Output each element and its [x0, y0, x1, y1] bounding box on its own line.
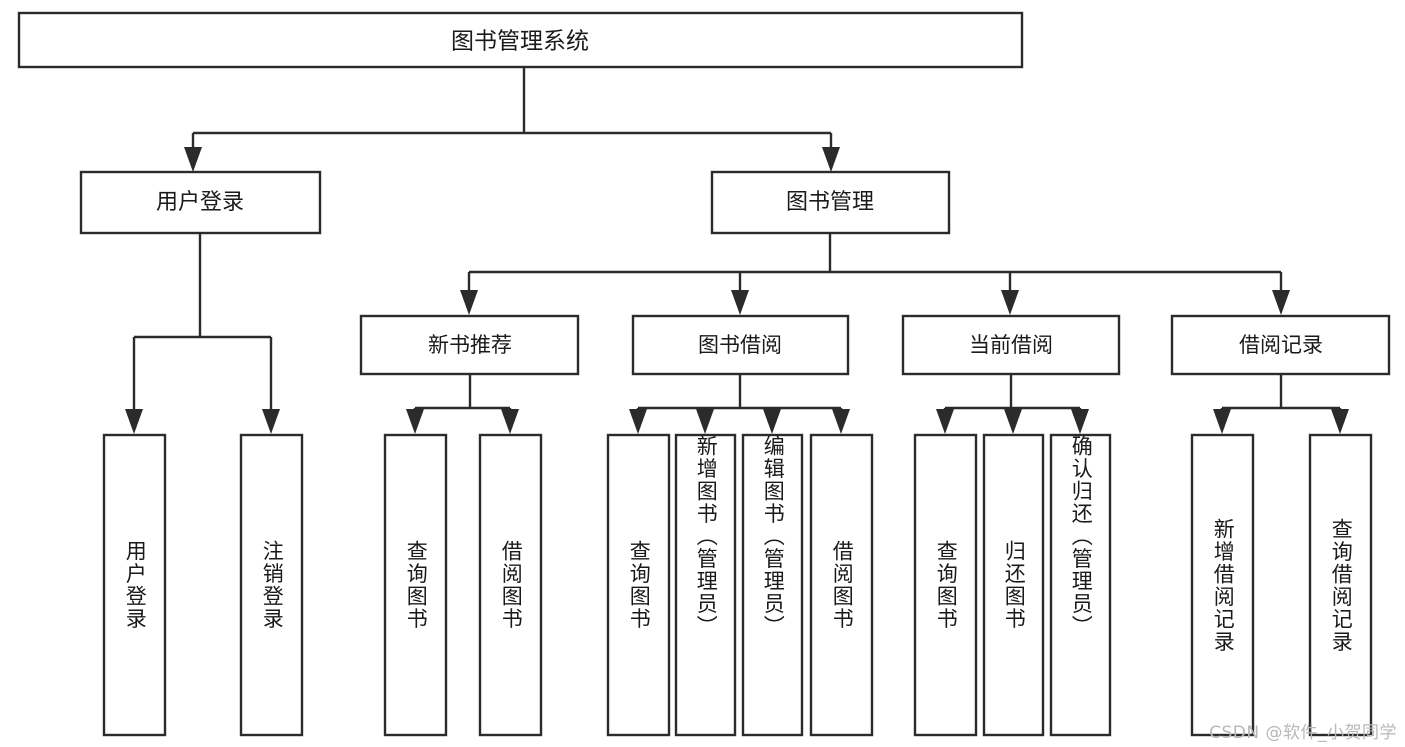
arrow-cb-leaf-2 [1004, 409, 1022, 434]
leaf-box-bb-add-book[interactable] [674, 433, 737, 737]
leaf-box-bb-query-book[interactable] [606, 433, 671, 737]
node-book-borrow[interactable]: 图书借阅 [631, 314, 850, 376]
current-borrow-box[interactable] [901, 314, 1121, 376]
arrow-cb-leaf-1 [936, 409, 954, 434]
arrow-bb-leaf-3 [763, 409, 781, 434]
node-book-management[interactable]: 图书管理 [710, 170, 951, 235]
node-new-book-recommend[interactable]: 新书推荐 [359, 314, 580, 376]
leaf-box-br-add-record[interactable] [1190, 433, 1255, 737]
leaf-box-br-query-record[interactable] [1308, 433, 1373, 737]
root-box[interactable] [17, 11, 1024, 69]
book-management-box[interactable] [710, 170, 951, 235]
arrow-nbr-leaf-2 [501, 409, 519, 434]
arrow-bb-leaf-1 [629, 409, 647, 434]
node-user-login[interactable]: 用户登录 [79, 170, 322, 235]
node-borrow-record[interactable]: 借阅记录 [1170, 314, 1391, 376]
arrow-nbr-leaf-1 [406, 409, 424, 434]
book-management-label: 图书管理 [786, 190, 874, 215]
arrow-l2-1 [460, 290, 478, 315]
arrow-ul-leaf-2 [262, 409, 280, 434]
node-current-borrow[interactable]: 当前借阅 [901, 314, 1121, 376]
new-book-recommend-box[interactable] [359, 314, 580, 376]
book-borrow-label: 图书借阅 [698, 333, 782, 357]
borrow-record-label: 借阅记录 [1239, 333, 1323, 357]
arrow-cb-leaf-3 [1071, 409, 1089, 434]
root-label: 图书管理系统 [451, 29, 589, 55]
leaf-box-nbr-query-book[interactable] [383, 433, 448, 737]
leaf-box-cb-confirm-return[interactable] [1049, 433, 1112, 737]
current-borrow-label: 当前借阅 [969, 333, 1053, 357]
arrow-user-login [184, 147, 202, 172]
arrow-l2-3 [1001, 290, 1019, 315]
watermark-text: CSDN @软件_小贺同学 [1209, 723, 1397, 743]
leaf-box-bb-edit-book[interactable] [741, 433, 804, 737]
arrow-book-mgmt [822, 147, 840, 172]
node-root[interactable]: 图书管理系统 [17, 11, 1024, 69]
arrow-ul-leaf-1 [125, 409, 143, 434]
user-login-label: 用户登录 [156, 190, 244, 215]
arrow-l2-4 [1272, 290, 1290, 315]
new-book-recommend-label: 新书推荐 [428, 333, 512, 357]
arrow-br-leaf-1 [1213, 409, 1231, 434]
arrow-l2-2 [731, 290, 749, 315]
book-borrow-box[interactable] [631, 314, 850, 376]
borrow-record-box[interactable] [1170, 314, 1391, 376]
leaf-box-user-login[interactable] [102, 433, 167, 737]
leaf-box-cb-return-book[interactable] [982, 433, 1045, 737]
leaf-box-logout-login[interactable] [239, 433, 304, 737]
arrow-bb-leaf-2 [696, 409, 714, 434]
arrow-bb-leaf-4 [832, 409, 850, 434]
leaf-box-bb-borrow-book[interactable] [809, 433, 874, 737]
leaf-box-nbr-borrow-book[interactable] [478, 433, 543, 737]
leaf-box-cb-query-book[interactable] [913, 433, 978, 737]
arrow-br-leaf-2 [1331, 409, 1349, 434]
